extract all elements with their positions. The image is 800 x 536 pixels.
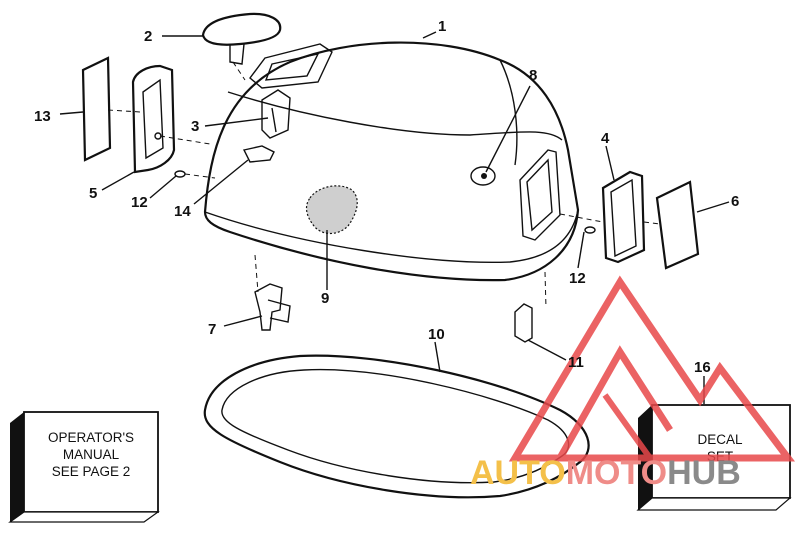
part-label-12-right: 12 <box>569 270 586 287</box>
part-label-11: 11 <box>568 354 584 371</box>
plate-part-13 <box>81 56 112 162</box>
decal-box-line-1: DECAL <box>697 432 743 447</box>
part-label-8: 8 <box>529 67 537 84</box>
screw-part-12-left <box>174 170 186 178</box>
cap-part-2 <box>201 12 282 65</box>
plate-part-6 <box>655 180 700 270</box>
part-label-4: 4 <box>601 130 610 147</box>
part-label-6: 6 <box>731 193 739 210</box>
part-label-13: 13 <box>34 108 51 125</box>
manual-box-line-3: SEE PAGE 2 <box>52 464 131 479</box>
part-label-9: 9 <box>321 290 329 307</box>
grommet-part-8 <box>470 166 496 186</box>
screw-part-12-right <box>584 226 596 234</box>
watermark-auto: AUTO <box>470 454 566 492</box>
watermark-logo <box>508 275 796 462</box>
foam-pad-part-9 <box>305 185 358 235</box>
latch-part-3 <box>261 89 291 139</box>
watermark-moto: MOTO <box>566 454 667 492</box>
part-label-16: 16 <box>694 359 711 376</box>
watermark-text: AUTOMOTOHUB <box>470 454 741 492</box>
decal-set-box: DECAL SET <box>636 404 792 511</box>
manual-box-line-1: OPERATOR'S <box>48 430 134 445</box>
bracket-part-11 <box>514 303 533 343</box>
part-label-3: 3 <box>191 118 199 135</box>
part-label-1: 1 <box>438 18 446 35</box>
part-label-12-left: 12 <box>131 194 148 211</box>
part-label-10: 10 <box>428 326 445 343</box>
part-label-14: 14 <box>174 203 191 220</box>
clip-part-14 <box>242 145 275 163</box>
manual-box-line-2: MANUAL <box>63 447 120 462</box>
part-labels: 1 2 3 4 5 6 7 8 9 10 11 12 12 13 14 16 <box>34 18 739 376</box>
frame-part-4 <box>601 170 646 264</box>
bracket-part-7 <box>254 283 291 331</box>
operators-manual-box: OPERATOR'S MANUAL SEE PAGE 2 <box>8 411 160 523</box>
part-label-7: 7 <box>208 321 216 338</box>
bracket-part-5 <box>131 64 176 174</box>
alignment-lines <box>107 61 661 309</box>
part-label-5: 5 <box>89 185 97 202</box>
watermark-hub: HUB <box>667 454 741 492</box>
leader-lines <box>59 31 730 404</box>
part-label-2: 2 <box>144 28 152 45</box>
engine-cover-part-1 <box>203 41 580 282</box>
